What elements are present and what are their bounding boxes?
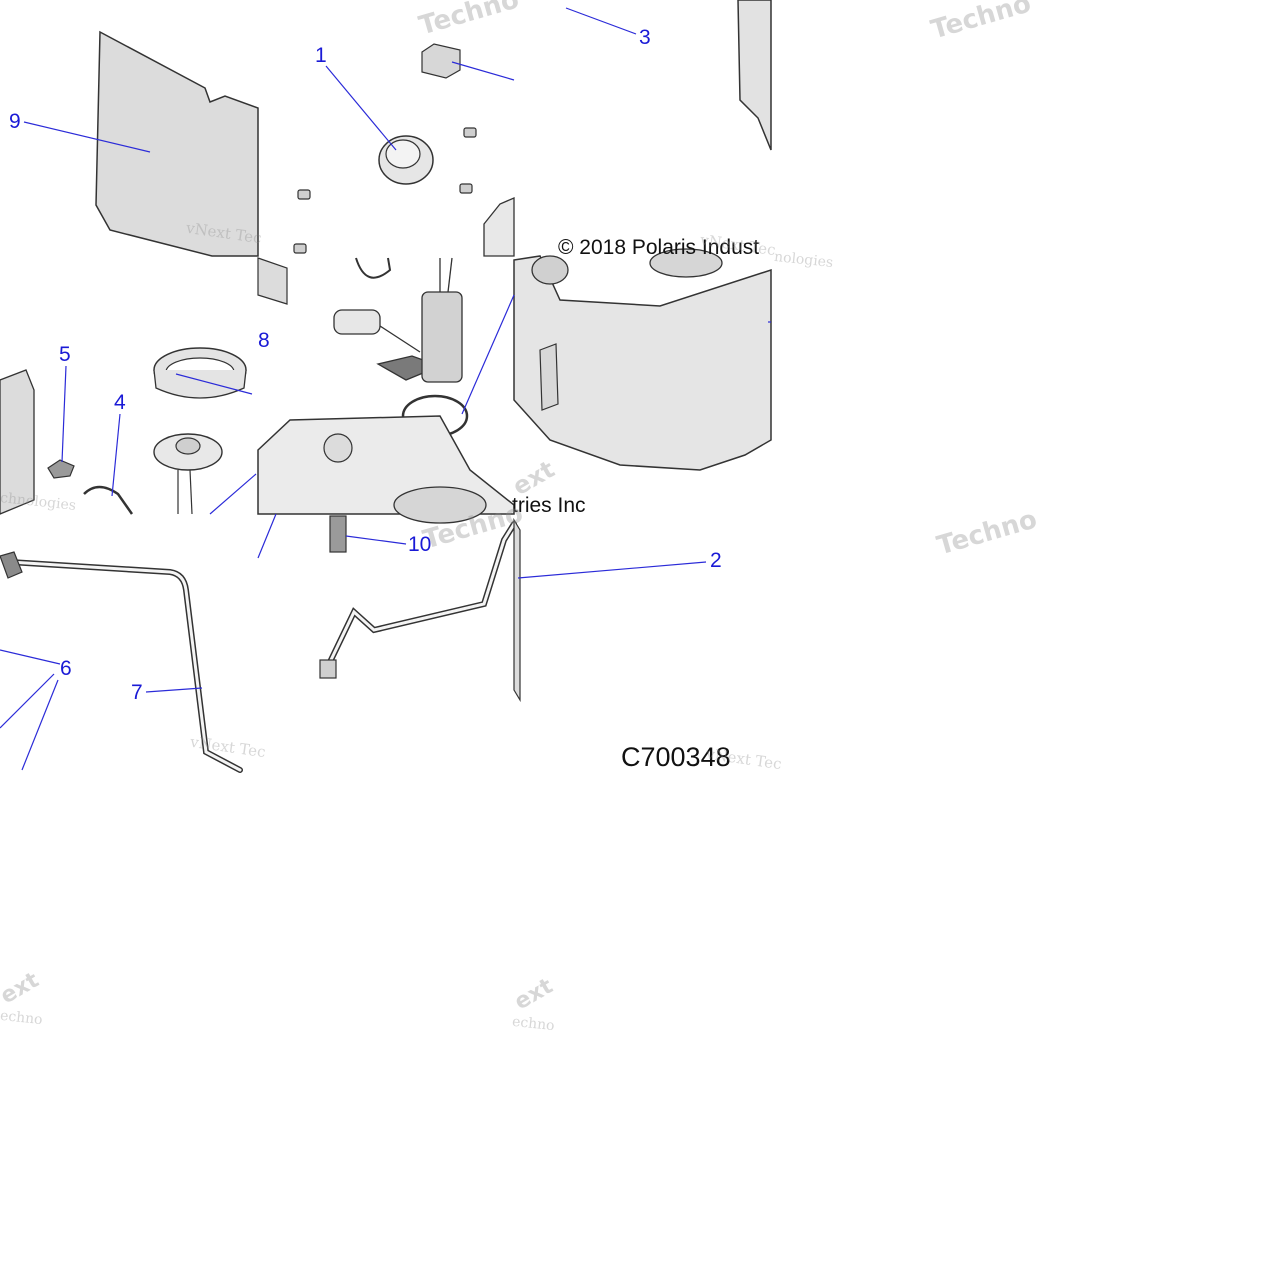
callout-10: 10 (408, 533, 432, 556)
callout-5: 5 (59, 343, 71, 366)
tank-filler-opening (531, 255, 569, 285)
fuel-tank-neck (483, 197, 515, 257)
callout-8: 8 (258, 329, 270, 352)
mounting-bolts (293, 127, 477, 254)
fuel-cap (378, 135, 434, 185)
side-panel (0, 369, 35, 515)
hose-end-fitting (319, 659, 337, 679)
tank-pump-opening (649, 248, 723, 278)
drawing-number: C700348 (621, 742, 731, 772)
fuel-pump-assembly (333, 257, 463, 383)
fuel-tank-upper (737, 0, 772, 151)
lock-ring (153, 347, 247, 399)
foam-strip (329, 515, 347, 553)
leader-lines (0, 7, 771, 771)
hose-fitting (47, 459, 75, 479)
tank-bracket (539, 343, 559, 411)
shield-edge (257, 257, 288, 305)
callout-9: 9 (9, 110, 21, 133)
hose-loop (355, 257, 392, 279)
copyright-fragment: tries Inc (512, 494, 586, 517)
tank-side-edge (513, 517, 521, 703)
pump-flange (153, 433, 223, 515)
lower-tank-opening (393, 486, 487, 524)
callout-4: 4 (114, 391, 126, 414)
fuel-line-clamp (0, 551, 23, 579)
fuel-tank-body (513, 255, 772, 471)
callout-2: 2 (710, 549, 722, 572)
vent-hose (83, 485, 134, 515)
callout-3: 3 (639, 26, 651, 49)
callout-7: 7 (131, 681, 143, 704)
heat-shield-panel (95, 30, 259, 257)
foam-block-top (421, 43, 461, 79)
callout-6: 6 (60, 657, 72, 680)
lower-tank-fitting (323, 433, 353, 463)
copyright-notice: © 2018 Polaris Indust (558, 236, 760, 259)
callout-1: 1 (315, 44, 327, 67)
